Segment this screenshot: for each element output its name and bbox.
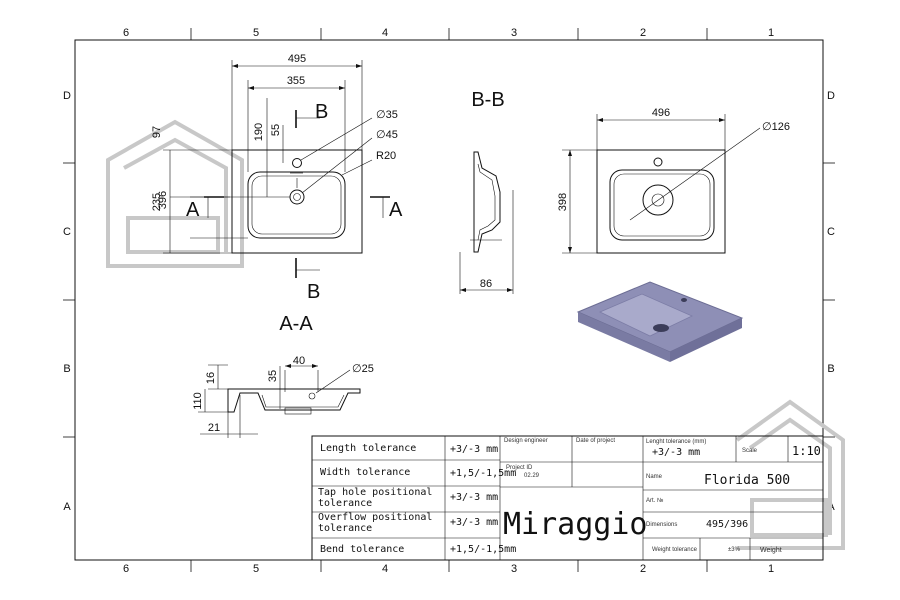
drain-circle-icon	[642, 184, 674, 216]
brand-logo-text: Miraggio	[503, 507, 648, 542]
zone-row-c-left: C	[63, 226, 71, 238]
tolerance-label-tap-hole-wrap: Tap hole positional tolerance	[318, 487, 433, 509]
tolerance-label-length: Length tolerance	[320, 443, 416, 454]
dim-495: 495	[288, 53, 306, 65]
weight-label: Weight	[760, 547, 782, 554]
tolerance-label-width: Width tolerance	[320, 467, 410, 478]
section-marker-b-bottom: B	[307, 281, 320, 303]
dim-398: 398	[557, 193, 569, 211]
dim-16: 16	[205, 372, 217, 384]
section-caption-b-b: B-B	[471, 89, 504, 111]
date-of-project-label: Date of project	[576, 438, 615, 444]
zone-row-d-left: D	[63, 90, 71, 102]
project-id-value: 02.29	[524, 473, 540, 479]
zone-col-5-bottom: 5	[253, 563, 259, 575]
length-tolerance-mm-label: Lenght tolerance (mm)	[646, 439, 706, 445]
side-section-view: B-B 86	[459, 89, 514, 294]
zone-row-d-right: D	[827, 90, 835, 102]
section-marker-b-top: B	[315, 101, 328, 123]
product-name: Florida 500	[704, 473, 790, 488]
tolerance-label-tap-hole: Tap hole positional tolerance	[318, 487, 433, 509]
drain-hole-icon	[289, 189, 305, 205]
dim-190: 190	[253, 123, 265, 141]
front-section-view: 40 35 ∅25 16 110 21	[192, 355, 374, 438]
project-id-label: Project ID	[506, 465, 533, 471]
zone-row-c-right: C	[827, 226, 835, 238]
zone-col-2-bottom: 2	[640, 563, 646, 575]
length-tolerance-mm-value: +3/-3 mm	[652, 447, 700, 458]
dim-21: 21	[208, 422, 220, 434]
basin-3d-render	[576, 281, 744, 362]
name-label: Name	[646, 474, 663, 480]
tolerance-value-width: +1,5/-1,5mm	[450, 468, 516, 479]
dimensions-value: 495/396	[706, 519, 748, 530]
tolerance-value-length: +3/-3 mm	[450, 444, 498, 455]
dim-d45: ∅45	[376, 129, 398, 141]
zone-col-3-top: 3	[511, 27, 517, 39]
dim-110: 110	[192, 392, 204, 410]
dim-d25: ∅25	[352, 363, 374, 375]
scale-label: Scale	[742, 448, 758, 454]
weight-tolerance-label: Weight tolerance	[652, 547, 698, 553]
dim-d35: ∅35	[376, 109, 398, 121]
tolerance-label-bend: Bend tolerance	[320, 544, 404, 555]
dim-d126: ∅126	[762, 121, 790, 133]
zone-col-4-bottom: 4	[382, 563, 388, 575]
dimensions-label: Dimensions	[646, 522, 677, 528]
title-block: Length tolerance +3/-3 mm Width toleranc…	[311, 435, 824, 561]
dim-396: 396	[157, 191, 169, 209]
zone-row-b-right: B	[827, 363, 834, 375]
dim-35: 35	[267, 370, 279, 382]
art-number-label: Art. №	[646, 497, 663, 504]
right-top-view: 496 398 ∅126	[557, 107, 790, 254]
dim-86: 86	[480, 278, 492, 290]
zone-col-2-top: 2	[640, 27, 646, 39]
dim-55: 55	[270, 124, 282, 136]
tolerance-value-overflow: +3/-3 mm	[450, 517, 498, 528]
zone-col-1-top: 1	[768, 27, 774, 39]
tolerance-label-overflow-wrap: Overflow positional tolerance	[318, 512, 433, 534]
tolerance-label-overflow: Overflow positional tolerance	[318, 512, 433, 534]
design-engineer-label: Design engineer	[504, 438, 548, 444]
dim-r20: R20	[376, 150, 396, 162]
dim-496: 496	[652, 107, 670, 119]
tap-hole-icon	[292, 158, 302, 168]
tolerance-value-tap-hole: +3/-3 mm	[450, 492, 498, 503]
tolerance-value-bend: +1,5/-1,5mm	[450, 544, 516, 555]
dim-355: 355	[287, 75, 305, 87]
zone-col-3-bottom: 3	[511, 563, 517, 575]
zone-row-b-left: B	[63, 363, 70, 375]
dim-40: 40	[293, 355, 305, 367]
dim-97: 97	[151, 126, 163, 138]
section-caption-a-a: A-A	[279, 313, 313, 335]
zone-row-a-left: A	[63, 501, 71, 513]
weight-tolerance-value: ±3%	[728, 547, 741, 553]
zone-col-6-top: 6	[123, 27, 129, 39]
zone-col-5-top: 5	[253, 27, 259, 39]
house-logo-icon	[735, 399, 845, 550]
dim-235: 235	[151, 193, 163, 211]
section-marker-a-left: A	[186, 199, 200, 221]
top-view: 495 355 190 55 396 97 235 ∅35 ∅45 R20 B …	[151, 53, 403, 335]
zone-col-1-bottom: 1	[768, 563, 774, 575]
zone-col-6-bottom: 6	[123, 563, 129, 575]
zone-ticks	[63, 28, 835, 572]
house-logo-icon	[106, 119, 244, 268]
zone-col-4-top: 4	[382, 27, 388, 39]
section-marker-a-right: A	[389, 199, 403, 221]
scale-value: 1:10	[792, 444, 821, 458]
